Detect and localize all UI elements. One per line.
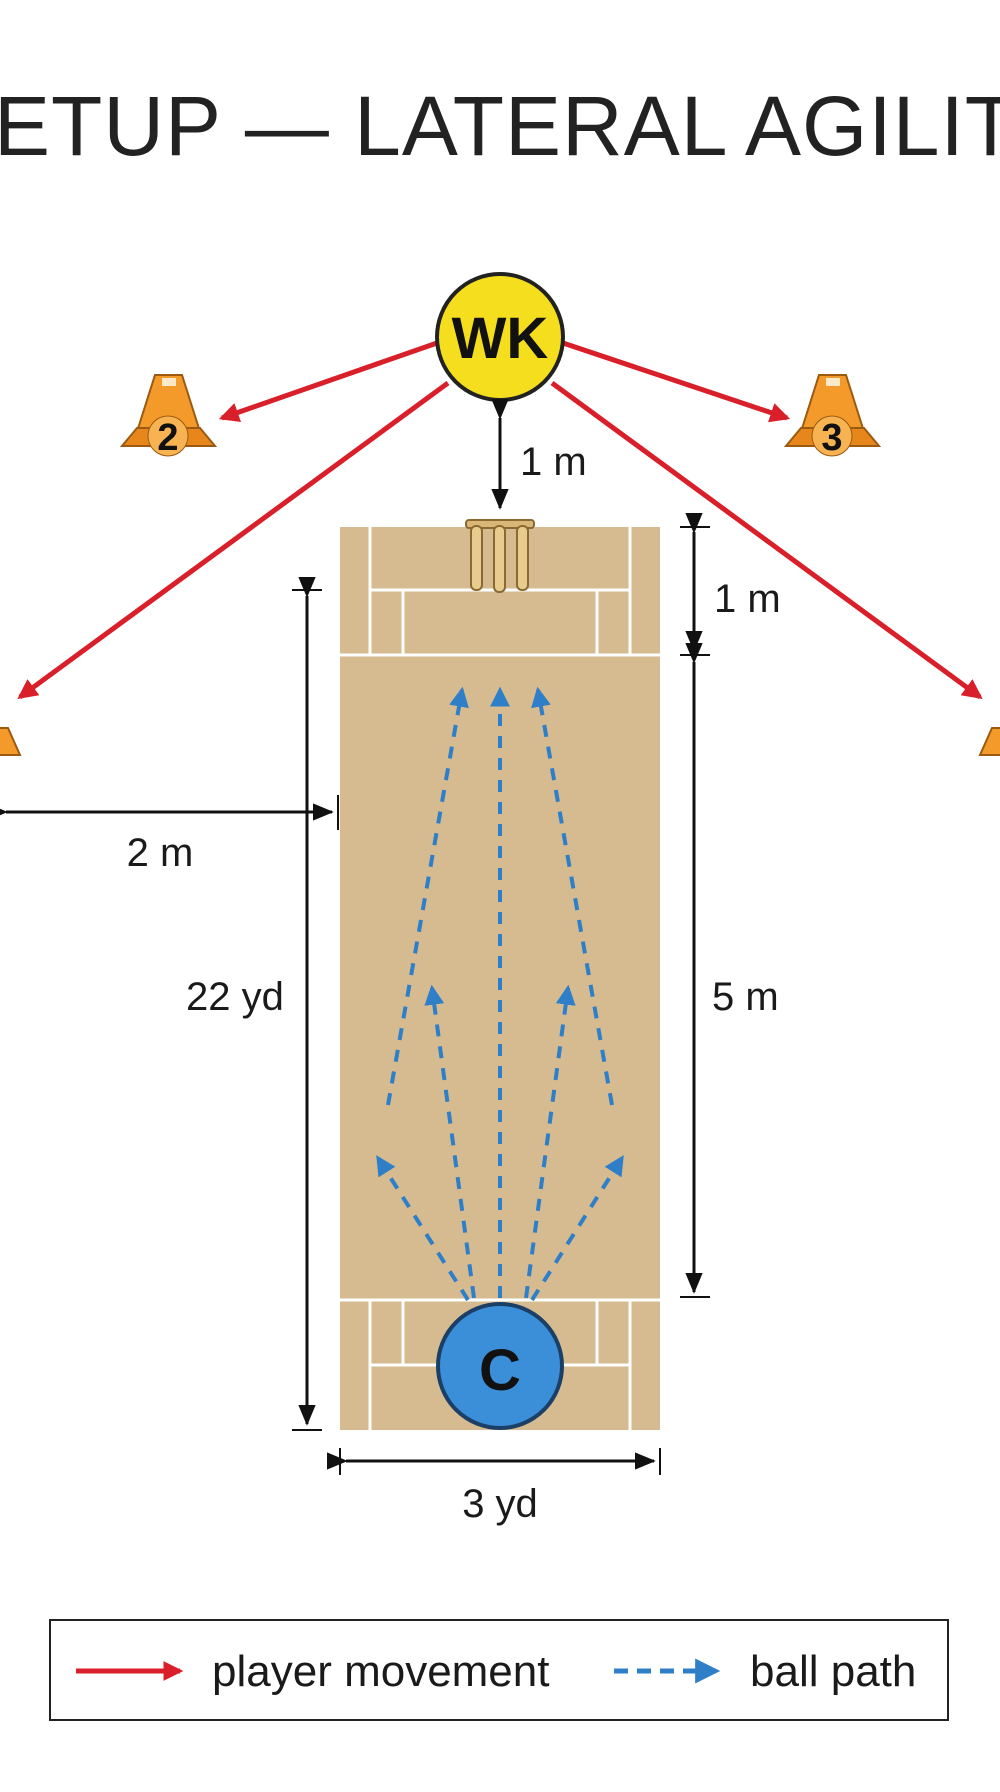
crease-depth-label: 1 m	[714, 577, 781, 621]
movement-arrow-left	[17, 380, 450, 700]
bottom-crease	[340, 1298, 660, 1430]
ball-paths	[376, 686, 624, 1302]
catcher-token: C	[436, 1302, 564, 1430]
cone-2-label: 2	[157, 417, 178, 459]
dimension-throw-zone: 5 m	[680, 642, 779, 1298]
cone-2: 2	[119, 374, 218, 459]
pitch-length-label: 22 yd	[186, 975, 284, 1019]
legend-movement-label: player movement	[212, 1647, 549, 1696]
wicketkeeper-token: WK	[435, 272, 565, 402]
dimension-crease-depth: 1 m	[680, 512, 781, 656]
dimension-keeper-gap: 1 m	[491, 398, 587, 510]
movement-paths	[17, 340, 983, 700]
ball-path-arrow	[530, 1155, 624, 1302]
page-title: ETUP — LATERAL AGILITY PA	[0, 79, 1000, 173]
cone-right-edge	[978, 727, 1000, 756]
dimension-cone-offset: 2 m	[0, 795, 339, 875]
keeper-gap-label: 1 m	[520, 440, 587, 484]
ball-path-arrow	[531, 686, 614, 1106]
ball-path-arrow	[386, 686, 469, 1106]
pitch-width-label: 3 yd	[462, 1482, 538, 1526]
catcher-label: C	[479, 1338, 521, 1403]
ball-path-arrow	[424, 984, 476, 1299]
dimension-pitch-width: 3 yd	[326, 1448, 661, 1526]
wicketkeeper-label: WK	[452, 306, 549, 371]
legend: player movement ball path	[49, 1619, 949, 1721]
legend-box	[49, 1619, 949, 1721]
cone-3: 3	[783, 374, 882, 459]
throw-zone-label: 5 m	[712, 975, 779, 1019]
movement-arrow-cone-2	[218, 340, 438, 422]
movement-arrow-cone-3	[562, 340, 791, 423]
cone-offset-label: 2 m	[127, 831, 194, 875]
cone-3-label: 3	[821, 417, 842, 459]
stumps	[465, 519, 535, 593]
legend-ball-label: ball path	[750, 1647, 916, 1696]
pitch	[340, 527, 660, 1430]
cone-left-edge	[0, 727, 22, 756]
ball-path-arrow	[524, 984, 576, 1299]
movement-arrow-right	[550, 380, 983, 700]
dimension-pitch-length: 22 yd	[186, 576, 322, 1431]
ball-path-arrow	[376, 1155, 470, 1302]
